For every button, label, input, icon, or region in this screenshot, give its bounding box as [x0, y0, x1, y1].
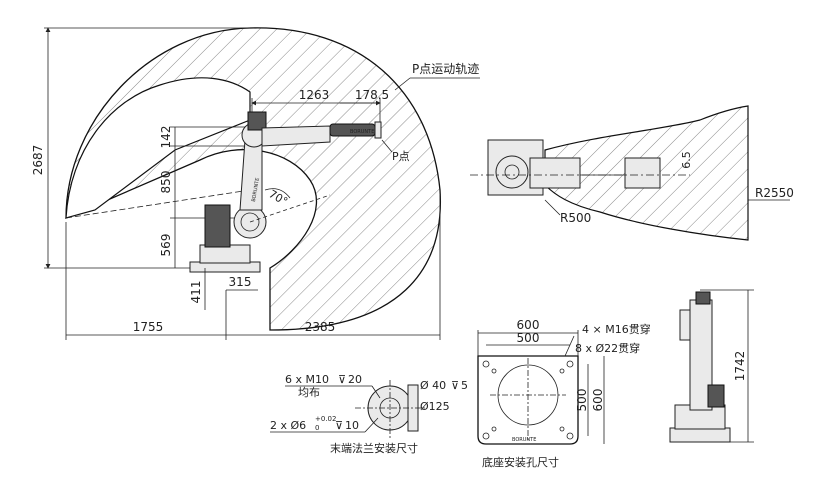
flange-depth-sym-1: ⊽ — [338, 373, 346, 386]
wrist-brand-label: BORUNTE — [350, 129, 374, 135]
base-hole-bl — [482, 432, 490, 440]
base-height-outer: 600 — [591, 389, 605, 412]
base-outline — [477, 355, 579, 445]
dim-upper-arm: 142 — [159, 126, 173, 149]
front-motor-top — [695, 291, 711, 305]
dim-arm-length: 1263 — [299, 88, 330, 102]
flange-thread-depth: 20 — [348, 373, 362, 386]
dim-lower-arm: 850 — [159, 171, 173, 194]
base-hole-tr2 — [559, 368, 565, 374]
top-view: 6.5 R2550 R500 — [470, 105, 794, 241]
workspace-inner-boundary — [65, 77, 251, 219]
leader-bolt-holes — [564, 335, 575, 357]
flange-bore-dia: Ø 40 — [420, 379, 446, 392]
top-wrist — [624, 157, 661, 189]
base-hole-bl2 — [491, 426, 497, 432]
base-caption: 底座安装孔尺寸 — [482, 455, 559, 469]
top-offset-label: 6.5 — [680, 151, 693, 169]
arm-brand-label: BORUNTE — [251, 177, 261, 202]
flange-bore-depth: 5 — [461, 379, 468, 392]
p-point-label: P点 — [392, 150, 410, 163]
top-arm — [529, 157, 581, 189]
angle-ref-line — [249, 194, 331, 223]
motor-j3 — [247, 111, 267, 131]
base-through-holes: 8 x Ø22贯穿 — [575, 341, 640, 355]
side-view: 2687 1263 178.5 P点运动轨迹 142 850 569 — [31, 27, 480, 340]
base-hole-br — [566, 432, 574, 440]
base-height-inner: 500 — [575, 389, 589, 412]
flange-depth-sym-2: ⊽ — [335, 419, 343, 432]
front-height: 1742 — [733, 351, 747, 382]
leader-trajectory — [394, 77, 411, 91]
flange-pin-holes: 2 x Ø6 — [270, 419, 306, 432]
dim-total-height: 2687 — [31, 145, 45, 176]
motor-j2 — [204, 204, 231, 248]
flange-leader-2b — [364, 417, 379, 433]
angle-arc — [264, 188, 291, 199]
flange-distribution: 均布 — [298, 386, 320, 399]
top-radius-outer: R2550 — [755, 186, 794, 200]
base-bolt-holes: 4 × M16贯穿 — [582, 322, 651, 336]
front-view: 1742 — [669, 289, 754, 443]
top-turret — [495, 155, 529, 189]
upper-arm — [261, 125, 331, 147]
front-base — [669, 427, 731, 443]
dim-base-height: 411 — [189, 281, 203, 304]
base-hole-br2 — [559, 426, 565, 432]
dim-rear-reach: 1755 — [133, 320, 164, 334]
base-hole-tr — [566, 360, 574, 368]
base-brand-label: BORUNTE — [512, 437, 536, 443]
flange-thread-holes: 6 x M10 — [285, 373, 329, 386]
leader-r500 — [544, 199, 561, 216]
base-width-outer: 600 — [517, 318, 540, 332]
flange-leader-1b — [371, 385, 381, 399]
leader-p-point — [381, 139, 393, 153]
base-hole-tl2 — [491, 368, 497, 374]
flange — [374, 121, 382, 139]
dim-wrist-offset: 178.5 — [355, 88, 389, 102]
base-width-inner: 500 — [517, 331, 540, 345]
base-view: BORUNTE 600 500 500 600 4 × M16贯穿 8 x Ø2… — [477, 318, 651, 469]
flange-pcd: Ø125 — [420, 400, 450, 413]
base-hole-tl — [482, 360, 490, 368]
flange-pin-tol-lower: 0 — [315, 424, 319, 432]
front-side-block — [679, 309, 691, 341]
shoulder-joint-inner — [240, 212, 260, 232]
flange-pin-depth: 10 — [345, 419, 359, 432]
reach-line — [65, 189, 251, 219]
trajectory-label: P点运动轨迹 — [412, 62, 479, 76]
flange-view: 6 x M10 ⊽ 20 均布 2 x Ø6 +0.02 0 ⊽ 10 Ø 40… — [270, 373, 468, 455]
top-radius-inner: R500 — [560, 211, 591, 225]
angle-label: 70° — [267, 187, 290, 208]
flange-pin-tol-upper: +0.02 — [315, 415, 336, 423]
dim-base-offset: 315 — [229, 275, 252, 289]
flange-depth-sym-3: ⊽ — [451, 379, 459, 392]
front-motor-side — [707, 384, 725, 408]
base-column — [199, 244, 251, 264]
top-turret-inner — [504, 164, 520, 180]
flange-caption: 末端法兰安装尺寸 — [330, 441, 418, 455]
dim-shoulder: 569 — [159, 234, 173, 257]
dim-front-reach: 2385 — [305, 320, 336, 334]
